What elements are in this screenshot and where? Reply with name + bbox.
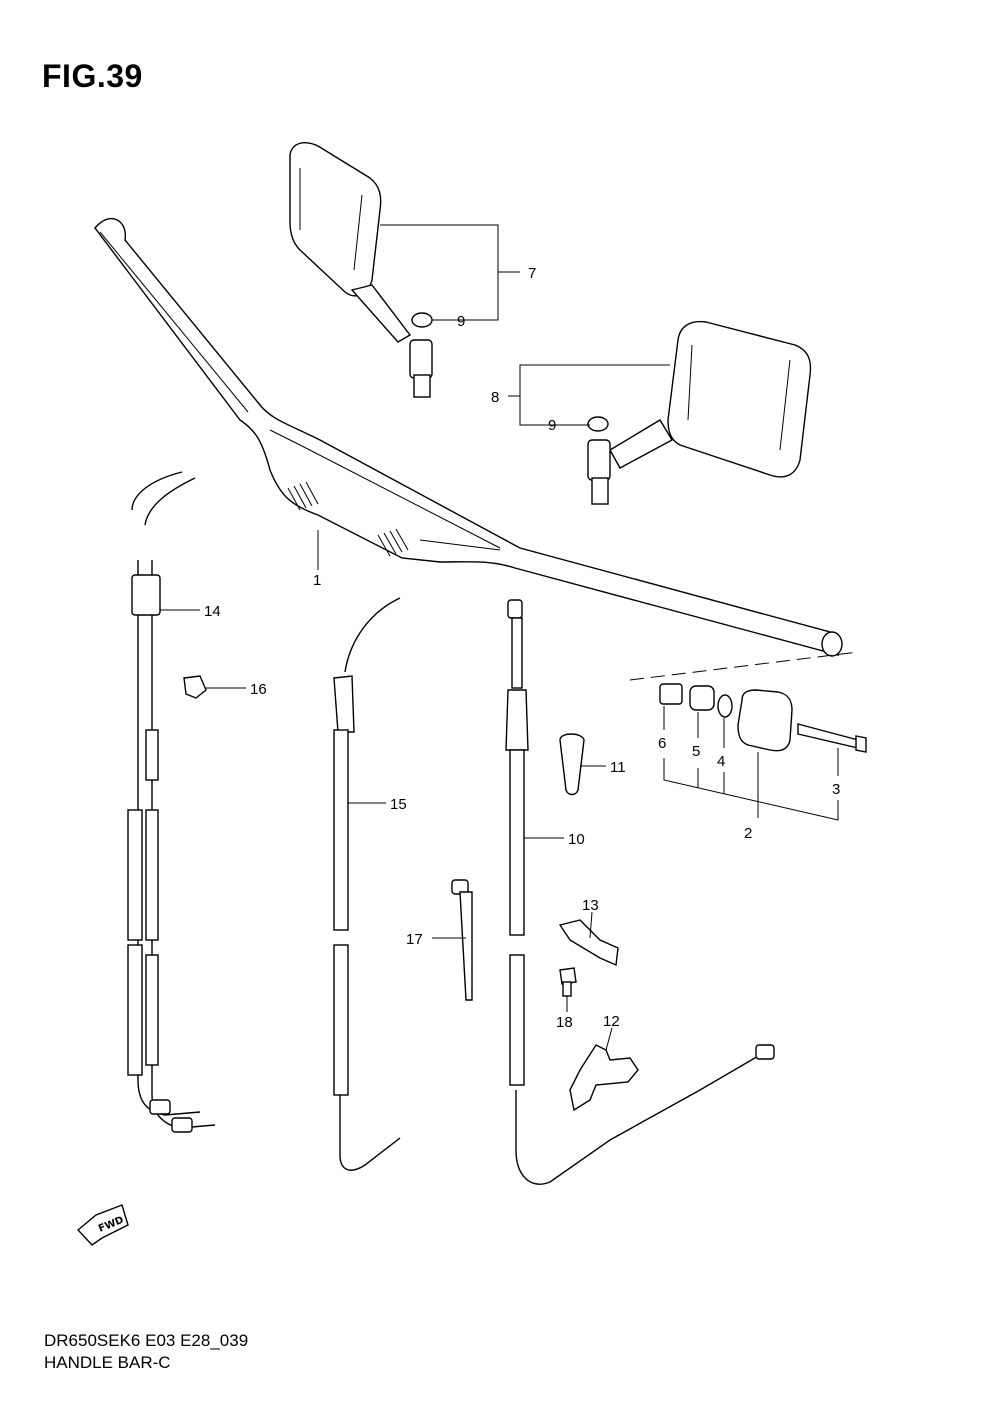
callout-2: 2: [744, 825, 752, 842]
lever-cover-11[interactable]: [559, 733, 585, 796]
callout-1: 1: [313, 572, 321, 589]
callout-9b: 9: [548, 417, 556, 434]
diagram-footer: DR650SEK6 E03 E28_039 HANDLE BAR-C: [44, 1330, 248, 1374]
choke-cable[interactable]: [333, 597, 401, 1171]
model-code: DR650SEK6 E03 E28_039: [44, 1331, 249, 1350]
bracket-bolt-18[interactable]: [559, 967, 577, 997]
callout-16: 16: [250, 681, 267, 698]
left-mirror[interactable]: [289, 142, 433, 398]
bar-end-washer-4[interactable]: [717, 694, 733, 718]
callout-6: 6: [658, 735, 666, 752]
figure-title: FIG.39: [42, 58, 143, 94]
right-mirror[interactable]: [587, 320, 812, 505]
bar-end-weight[interactable]: [737, 689, 793, 752]
callouts: 1 2 3 4 5 6 7 8 9 9 10 11 12 13 14 15 16…: [204, 265, 840, 1031]
fwd-arrow-badge: FWD: [76, 1204, 129, 1246]
callout-8: 8: [491, 389, 499, 406]
handlebar[interactable]: [94, 217, 859, 681]
throttle-cable-assembly[interactable]: [127, 471, 216, 1133]
callout-15: 15: [390, 796, 407, 813]
callout-9a: 9: [457, 313, 465, 330]
cable-tie-17[interactable]: [451, 879, 473, 1001]
cable-clamp-16[interactable]: [183, 675, 207, 699]
callout-7: 7: [528, 265, 536, 282]
callout-4: 4: [717, 753, 725, 770]
callout-14: 14: [204, 603, 221, 620]
bar-end-bolt-3[interactable]: [797, 723, 867, 753]
callout-13: 13: [582, 897, 599, 914]
callout-3: 3: [832, 781, 840, 798]
bar-end-nut-6[interactable]: [659, 683, 683, 705]
callout-17: 17: [406, 931, 423, 948]
callout-18: 18: [556, 1014, 573, 1031]
callout-12: 12: [603, 1013, 620, 1030]
bar-end-collar-5[interactable]: [689, 685, 715, 711]
section-name: HANDLE BAR-C: [44, 1353, 171, 1372]
clutch-cable[interactable]: [505, 599, 775, 1185]
callout-11: 11: [610, 759, 626, 776]
cable-bracket-12[interactable]: [569, 1044, 639, 1112]
mirror-cap-9a[interactable]: [411, 312, 433, 328]
mirror-cap-9b[interactable]: [587, 416, 609, 432]
cable-bracket-13[interactable]: [558, 919, 619, 967]
leader-lines: [160, 224, 839, 1051]
callout-5: 5: [692, 743, 700, 760]
callout-10: 10: [568, 831, 585, 848]
